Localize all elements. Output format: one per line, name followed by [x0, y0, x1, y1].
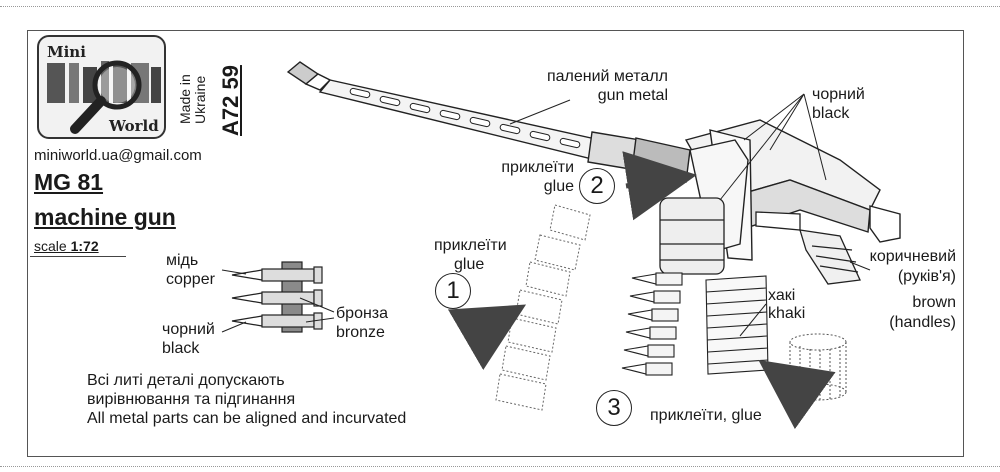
callout-khaki-en: khaki — [768, 305, 806, 322]
callout-glue1-en: glue — [454, 256, 485, 273]
note-line2: вирівнювання та підгинання — [87, 391, 296, 408]
gun-handles — [755, 211, 861, 285]
cartridge-belt — [621, 272, 683, 376]
callout-leader-lines — [509, 93, 871, 337]
scale-value: 1:72 — [70, 238, 99, 254]
loose-belt-part — [495, 204, 591, 411]
callout-black-en: black — [812, 105, 850, 122]
scale-underline — [30, 256, 126, 257]
card-frame — [27, 30, 964, 457]
assembly-arrows — [447, 151, 836, 430]
kit-title-type: machine gun — [34, 204, 176, 230]
khaki-sleeve — [705, 275, 769, 375]
gun-barrel — [286, 61, 691, 183]
callout-glue1-ua: приклеїти — [434, 237, 507, 254]
callout-gunmetal-en: gun metal — [597, 87, 668, 104]
callout-gunmetal-ua: палений металл — [546, 68, 668, 85]
legend-copper-en: copper — [166, 271, 215, 288]
callout-brown-ua: коричневий — [869, 248, 956, 265]
step-2-marker: 2 — [579, 168, 615, 204]
note-line3: All metal parts can be aligned and incur… — [87, 410, 407, 427]
logo-word-mini: Mini — [47, 43, 86, 61]
legend-black-en: black — [162, 340, 200, 357]
ammo-feed — [659, 197, 725, 275]
callout-glue2-ua: приклеїти — [501, 159, 574, 176]
miniworld-logo: Mini World — [37, 35, 166, 139]
callout-brown-ua2: (руків'я) — [897, 268, 956, 285]
callout-glue3: приклеїти, glue — [650, 407, 762, 424]
callout-black-ua: чорний — [812, 86, 865, 103]
top-dotted-rule — [0, 6, 1000, 7]
kit-title-model: MG 81 — [34, 169, 104, 195]
callout-khaki-ua: хакі — [768, 287, 796, 304]
kit-scale: scale 1:72 — [34, 238, 99, 254]
cartridge-diagram — [231, 261, 323, 333]
legend-bronze-en: bronze — [336, 324, 385, 341]
logo-word-world: World — [109, 117, 159, 135]
callout-brown-en2: (handles) — [889, 314, 956, 331]
contact-email: miniworld.ua@gmail.com — [34, 147, 202, 164]
logo-graphic — [47, 60, 161, 134]
gun-receiver — [684, 119, 901, 261]
bottom-dotted-rule — [0, 466, 1000, 467]
legend-bronze-ua: бронза — [336, 305, 389, 322]
scale-label: scale — [34, 238, 71, 254]
note-line1: Всі литі деталі допускають — [87, 372, 285, 389]
loose-cylinder-part — [789, 333, 847, 401]
legend-leader-lines — [221, 269, 335, 333]
legend-black-ua: чорний — [162, 321, 215, 338]
legend-copper-ua: мідь — [166, 252, 199, 269]
step-3-marker: 3 — [596, 390, 632, 426]
callout-glue2-en: glue — [543, 178, 574, 195]
callout-brown-en: brown — [912, 294, 956, 311]
